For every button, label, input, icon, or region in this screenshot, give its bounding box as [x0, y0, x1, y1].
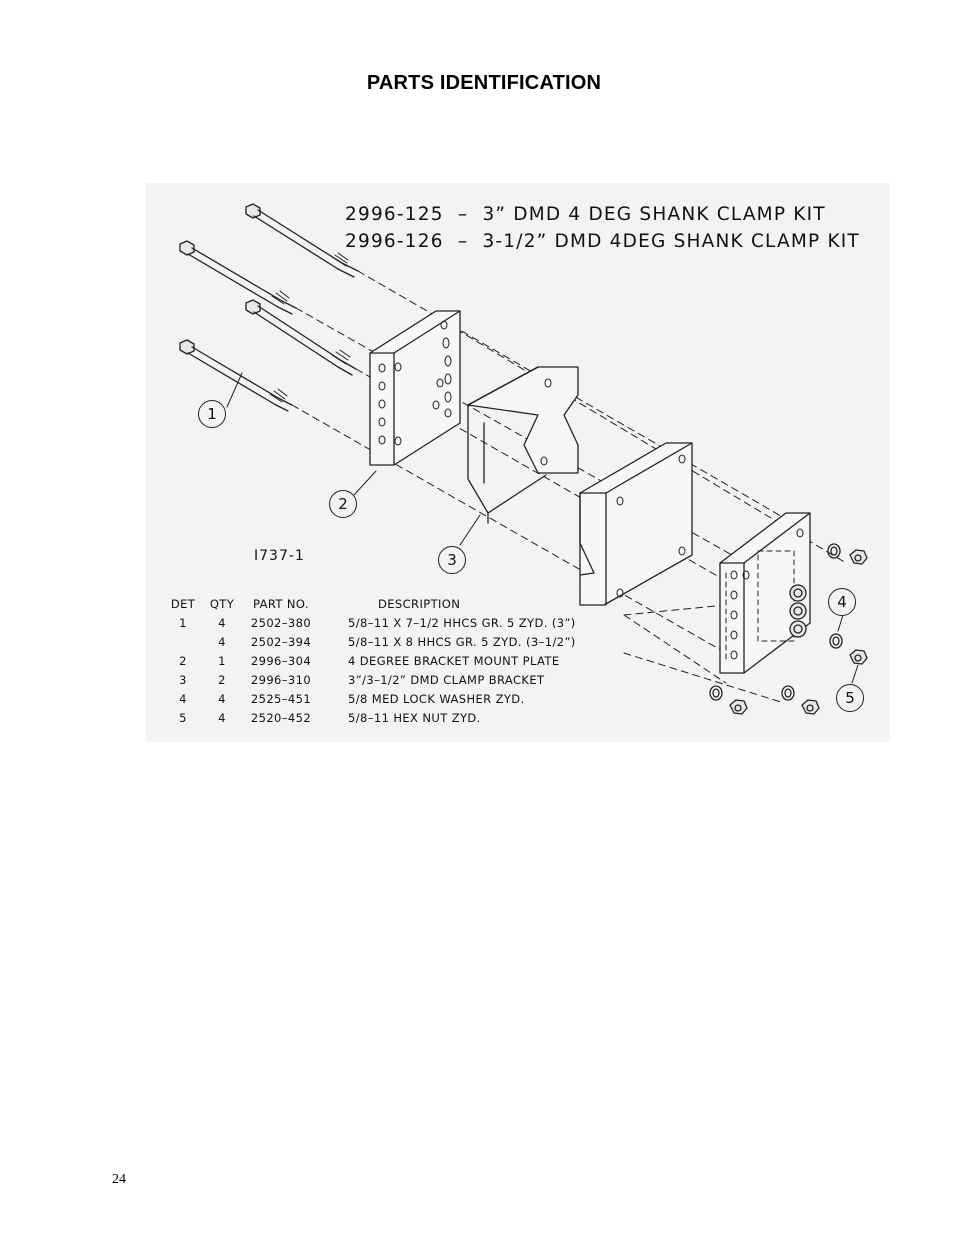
cell-description: 5/8–11 X 7–1/2 HHCS GR. 5 ZYD. (3”)	[348, 616, 576, 630]
exploded-view-illustration	[179, 203, 868, 715]
callout-3: 3	[438, 546, 466, 574]
header-det: DET	[170, 597, 196, 611]
cell-description: 5/8 MED LOCK WASHER ZYD.	[348, 692, 525, 706]
cell-description: 5/8–11 X 8 HHCS GR. 5 ZYD. (3–1/2”)	[348, 635, 576, 649]
header-description: DESCRIPTION	[378, 597, 461, 611]
bolt-1-icon	[245, 203, 359, 278]
mount-plate-icon	[369, 310, 461, 466]
cell-description: 4 DEGREE BRACKET MOUNT PLATE	[348, 654, 560, 668]
cell-part-no: 2520–452	[250, 711, 312, 725]
exploded-parts-drawing: 2996-125 – 3” DMD 4 DEG SHANK CLAMP KIT …	[146, 183, 890, 742]
callout-1: 1	[198, 400, 226, 428]
cell-qty: 4	[218, 711, 226, 725]
cell-description: 3”/3–1/2” DMD CLAMP BRACKET	[348, 673, 545, 687]
bolt-2-icon	[179, 240, 297, 315]
clamp-bracket-rear-icon	[467, 366, 579, 524]
hex-nut-icon	[729, 549, 868, 715]
callout-2: 2	[329, 490, 357, 518]
cell-part-no: 2502–394	[250, 635, 312, 649]
cell-det: 2	[179, 654, 187, 668]
kit-title-2: 2996-126 – 3-1/2” DMD 4DEG SHANK CLAMP K…	[345, 231, 860, 252]
callout-4: 4	[828, 588, 856, 616]
cell-part-no: 2996–304	[250, 654, 312, 668]
callout-leaders	[226, 372, 859, 684]
cell-qty: 4	[218, 616, 226, 630]
cell-det: 3	[179, 673, 187, 687]
cell-det: 1	[179, 616, 187, 630]
cell-det: 4	[179, 692, 187, 706]
bolt-4-icon	[179, 339, 293, 412]
page-number: 24	[112, 1172, 126, 1187]
figure-id: I737-1	[254, 548, 305, 564]
header-qty: QTY	[209, 597, 235, 611]
cell-qty: 1	[218, 654, 226, 668]
cell-det: 5	[179, 711, 187, 725]
kit-title-1: 2996-125 – 3” DMD 4 DEG SHANK CLAMP KIT	[345, 204, 826, 225]
cell-part-no: 2502–380	[250, 616, 312, 630]
lock-washer-icon	[709, 543, 843, 701]
cell-qty: 4	[218, 692, 226, 706]
shank-frame-plate-icon	[719, 512, 811, 674]
cell-qty: 2	[218, 673, 226, 687]
cell-part-no: 2525–451	[250, 692, 312, 706]
bolt-3-icon	[245, 299, 357, 376]
header-part-no: PART NO.	[253, 597, 309, 611]
callout-5: 5	[836, 684, 864, 712]
cell-description: 5/8–11 HEX NUT ZYD.	[348, 711, 481, 725]
cell-qty: 4	[218, 635, 226, 649]
page-title: PARTS IDENTIFICATION	[366, 72, 602, 94]
clamp-bracket-front-icon	[579, 442, 693, 606]
cell-part-no: 2996–310	[250, 673, 312, 687]
